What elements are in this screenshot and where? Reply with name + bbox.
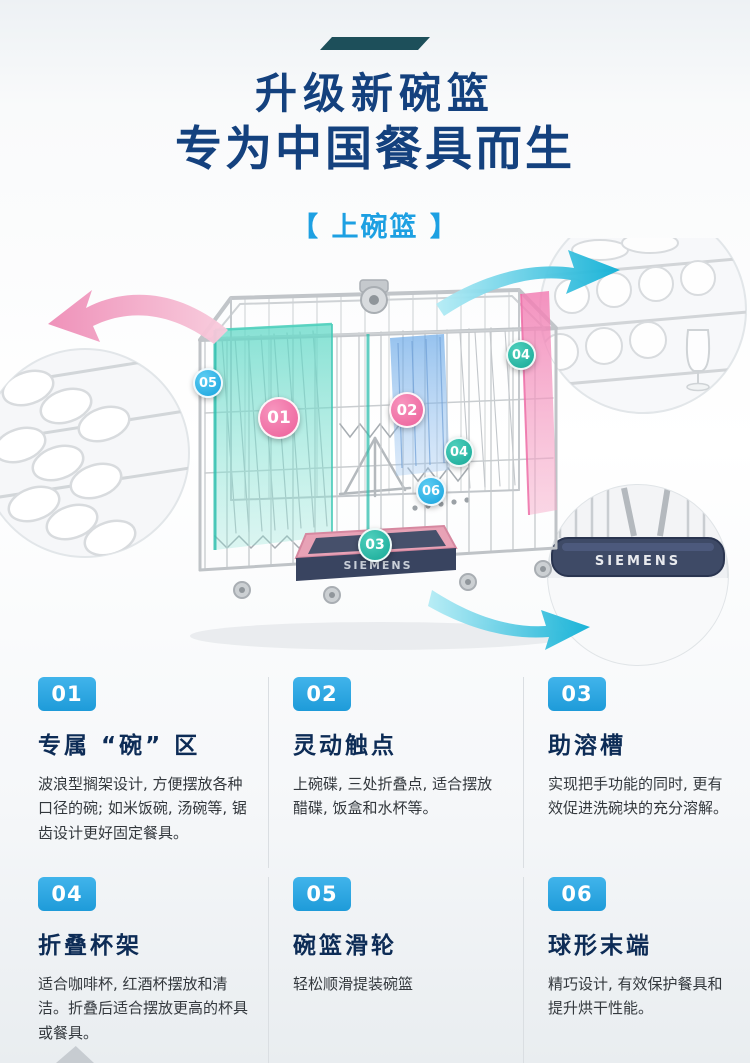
feature-03-badge: 03	[548, 677, 606, 711]
feature-05-title: 碗篮滑轮	[293, 933, 397, 959]
feature-01: 01 专属 “碗” 区 波浪型搁架设计, 方便摆放各种口径的碗; 如米饭碗, 汤…	[38, 677, 268, 868]
feature-05-desc: 轻松顺滑提装碗篮	[293, 975, 414, 993]
feature-06: 06 球形末端 精巧设计, 有效保护餐具和提升烘干性能。	[524, 877, 750, 1063]
marker-04-center: 04	[444, 437, 474, 467]
feature-04-badge: 04	[38, 877, 96, 911]
feature-02: 02 灵动触点 上碗碟, 三处折叠点, 适合摆放醋碟, 饭盒和水杯等。	[268, 677, 524, 868]
basket-shadow	[190, 622, 570, 650]
cyan-arrow-bottom-right	[428, 590, 590, 650]
feature-03-title: 助溶槽	[548, 733, 626, 759]
page-subtitle: 专为中国餐具而生	[175, 122, 575, 177]
feature-row-1: 01 专属 “碗” 区 波浪型搁架设计, 方便摆放各种口径的碗; 如米饭碗, 汤…	[0, 668, 750, 868]
marker-06: 06	[416, 476, 446, 506]
cyan-arrow-top-right	[436, 250, 620, 316]
section-label: 【 上碗篮 】	[291, 212, 459, 243]
feature-06-desc: 精巧设计, 有效保护餐具和提升烘干性能。	[548, 975, 723, 1018]
basket-wheels	[233, 560, 552, 604]
marker-02: 02	[389, 392, 425, 428]
feature-02-desc: 上碗碟, 三处折叠点, 适合摆放醋碟, 饭盒和水杯等。	[293, 775, 493, 818]
feature-01-title: 专属 “碗” 区	[38, 733, 201, 759]
feature-05: 05 碗篮滑轮 轻松顺滑提装碗篮	[268, 877, 524, 1063]
marker-05: 05	[193, 368, 223, 398]
marker-01: 01	[258, 397, 300, 439]
feature-01-badge: 01	[38, 677, 96, 711]
bowls-callout-circle	[0, 348, 190, 558]
feature-02-badge: 02	[293, 677, 351, 711]
accent-flag-shape	[320, 37, 430, 50]
feature-06-badge: 06	[548, 877, 606, 911]
feature-04-desc: 适合咖啡杯, 红酒杯摆放和清洁。折叠后适合摆放更高的杯具或餐具。	[38, 975, 249, 1042]
feature-03: 03 助溶槽 实现把手功能的同时, 更有效促进洗碗块的充分溶解。	[524, 677, 750, 868]
feature-03-desc: 实现把手功能的同时, 更有效促进洗碗块的充分溶解。	[548, 775, 729, 818]
marker-04-top: 04	[506, 340, 536, 370]
pink-arrow-left	[48, 290, 228, 344]
feature-01-desc: 波浪型搁架设计, 方便摆放各种口径的碗; 如米饭碗, 汤碗等, 锯齿设计更好固定…	[38, 775, 247, 842]
features-section: 01 专属 “碗” 区 波浪型搁架设计, 方便摆放各种口径的碗; 如米饭碗, 汤…	[0, 668, 750, 1063]
cups-callout-circle	[539, 238, 747, 414]
feature-row-2: 04 折叠杯架 适合咖啡杯, 红酒杯摆放和清洁。折叠后适合摆放更高的杯具或餐具。…	[0, 868, 750, 1063]
basket-illustration-svg: SIEMENS	[0, 238, 747, 666]
basket-illustration: SIEMENS	[0, 238, 750, 668]
feature-05-badge: 05	[293, 877, 351, 911]
page-title: 升级新碗篮	[254, 69, 495, 118]
handle-callout-circle: SIEMENS	[547, 484, 729, 666]
marker-03: 03	[358, 528, 392, 562]
feature-04: 04 折叠杯架 适合咖啡杯, 红酒杯摆放和清洁。折叠后适合摆放更高的杯具或餐具。	[38, 877, 268, 1063]
feature-06-title: 球形末端	[548, 933, 652, 959]
feature-04-title: 折叠杯架	[38, 933, 142, 959]
handle-brand-text: SIEMENS	[595, 554, 681, 569]
feature-02-title: 灵动触点	[293, 733, 397, 759]
tray-brand-text: SIEMENS	[343, 559, 412, 572]
